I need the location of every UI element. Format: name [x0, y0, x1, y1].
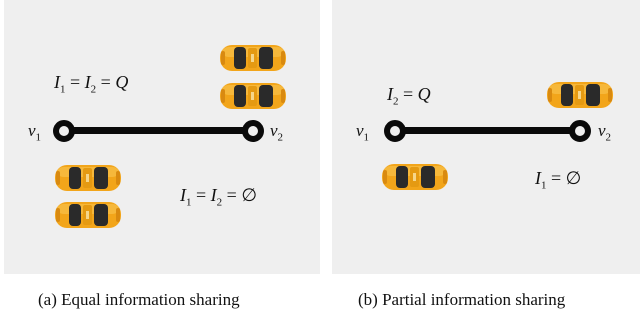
graph-node-v1	[53, 120, 75, 142]
graph-node-v2	[242, 120, 264, 142]
panel-partial-sharing: I2 = Q v1 v2 I1 = ∅	[332, 0, 640, 274]
node-label-v2: v2	[598, 121, 612, 144]
info-set-equation-top: I1 = I2 = Q	[54, 72, 129, 96]
node-label-v1: v1	[28, 121, 42, 144]
caption-a: (a) Equal information sharing	[38, 290, 240, 309]
taxi-car-icon	[54, 162, 122, 194]
taxi-car-icon	[546, 79, 614, 111]
info-set-equation-bottom: I1 = I2 = ∅	[180, 185, 257, 209]
taxi-car-icon	[219, 80, 287, 112]
node-label-v1: v1	[356, 121, 370, 144]
info-set-equation-v1: I2 = Q	[387, 84, 431, 108]
taxi-car-icon	[381, 161, 449, 193]
taxi-car-icon	[54, 199, 122, 231]
node-label-v2: v2	[270, 121, 284, 144]
graph-node-v1	[384, 120, 406, 142]
caption-b: (b) Partial information sharing	[358, 290, 566, 309]
graph-edge	[66, 127, 256, 134]
graph-edge	[396, 127, 582, 134]
panel-equal-sharing: I1 = I2 = Q v1 v2 I1 = I2 = ∅	[4, 0, 320, 274]
graph-node-v2	[569, 120, 591, 142]
info-set-equation-v2: I1 = ∅	[535, 168, 582, 192]
taxi-car-icon	[219, 42, 287, 74]
